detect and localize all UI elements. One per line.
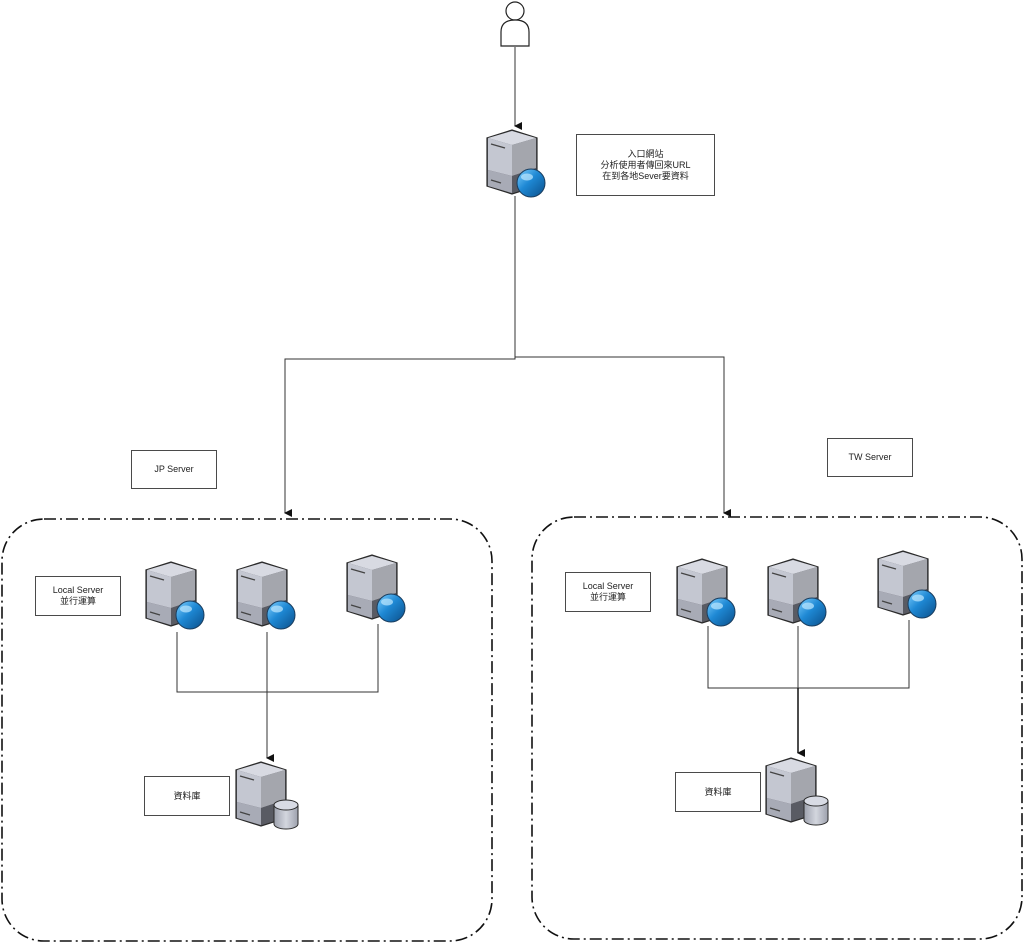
tw-database-label-text: 資料庫: [704, 786, 732, 797]
tw-local-label-line: 並行運算: [589, 592, 626, 602]
entry-note: 入口網站 分析使用者傳回來URL 在到各地Sever要資料: [576, 134, 715, 196]
user-icon: [500, 1, 530, 47]
jp-database-label: 資料庫: [144, 776, 230, 816]
entry-note-line: 分析使用者傳回來URL: [600, 159, 691, 170]
jp-server-title: JP Server: [131, 450, 217, 489]
jp-web-server-icon: [346, 554, 406, 623]
jp-server-title-text: JP Server: [154, 464, 194, 474]
jp-region-container: [1, 518, 493, 942]
jp-web-server-icon: [145, 561, 205, 630]
entry-note-line: 入口網站: [627, 148, 664, 159]
tw-server-title: TW Server: [827, 438, 913, 477]
tw-region-container: [531, 516, 1023, 940]
jp-web-server-icon: [236, 561, 296, 630]
jp-database-icon: [235, 761, 299, 830]
tw-local-server-label: Local Server 並行運算: [565, 572, 651, 612]
jp-server-connectors: [176, 624, 379, 693]
entry-web-server-icon: [486, 129, 546, 198]
jp-database-label-text: 資料庫: [173, 790, 201, 801]
tw-web-server-icon: [877, 550, 937, 619]
jp-local-label-line: 並行運算: [59, 596, 96, 606]
jp-local-server-label: Local Server 並行運算: [35, 576, 121, 616]
tw-web-server-icon: [767, 558, 827, 627]
edge-entry-to-jp: [284, 196, 516, 517]
tw-database-icon: [765, 757, 829, 826]
edge-entry-to-tw: [515, 356, 731, 517]
tw-server-connectors: [707, 620, 910, 689]
tw-web-server-icon: [676, 558, 736, 627]
tw-local-label-line: Local Server: [582, 581, 634, 591]
jp-local-label-line: Local Server: [52, 585, 104, 595]
tw-database-label: 資料庫: [675, 772, 761, 812]
tw-server-title-text: TW Server: [848, 452, 892, 462]
entry-note-line: 在到各地Sever要資料: [602, 170, 689, 181]
